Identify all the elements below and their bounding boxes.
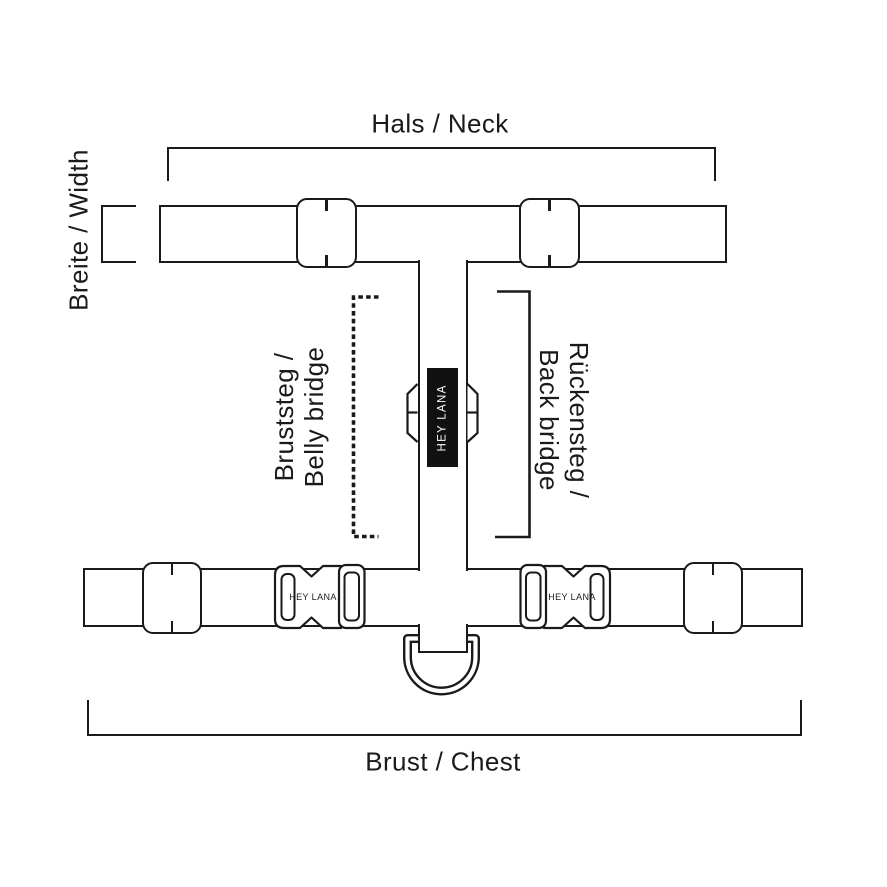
slider-tick: [170, 564, 174, 575]
neck-label: Hals / Neck: [371, 108, 509, 139]
chest-strap-slider-right: [683, 562, 743, 634]
chest-label: Brust / Chest: [365, 746, 521, 777]
belly-label: Bruststeg / Belly bridge: [269, 347, 329, 488]
buckle-female-slot: [343, 571, 360, 622]
belly-label-line2: Belly bridge: [299, 346, 329, 488]
belly-measurement-bracket: [351, 295, 379, 539]
slider-tick: [548, 200, 551, 211]
belly-label-line1: Bruststeg /: [268, 352, 299, 482]
slider-tick: [711, 564, 715, 575]
buckle-left-label: HEY LANA: [289, 592, 337, 602]
neck-strap-slider-right: [519, 198, 580, 268]
buckle-left: [273, 563, 366, 630]
buckle-right: [519, 563, 612, 630]
slider-tick: [325, 200, 328, 211]
d-ring-inner: [405, 636, 478, 694]
tag-slider-tabs: [406, 383, 479, 443]
slider-tick: [325, 255, 328, 266]
buckle-right-label: HEY LANA: [548, 592, 596, 602]
brand-tag: HEY LANA: [427, 368, 458, 467]
back-measurement-bracket: [495, 290, 531, 539]
back-bracket-line: [495, 290, 531, 539]
belly-bracket-dashed-line: [351, 295, 379, 539]
slider-tick: [170, 621, 174, 632]
buckle-female-slot: [525, 571, 542, 622]
brand-tag-label: HEY LANA: [436, 383, 449, 452]
buckle-right-shape: [519, 563, 612, 630]
chest-measurement-bracket: [87, 700, 802, 736]
neck-strap: [159, 205, 727, 263]
slider-tick: [548, 255, 551, 266]
buckle-male-slot: [280, 573, 296, 621]
buckle-male-slot: [589, 573, 605, 621]
neck-measurement-bracket: [167, 147, 716, 181]
neck-strap-slider-left: [296, 198, 357, 268]
chest-strap-slider-left: [142, 562, 202, 634]
back-label-line1: Rückensteg /: [564, 341, 595, 499]
width-measurement-bracket: [101, 205, 136, 263]
width-label: Breite / Width: [63, 149, 94, 311]
center-strap-end: [418, 624, 468, 653]
slider-tick: [711, 621, 715, 632]
